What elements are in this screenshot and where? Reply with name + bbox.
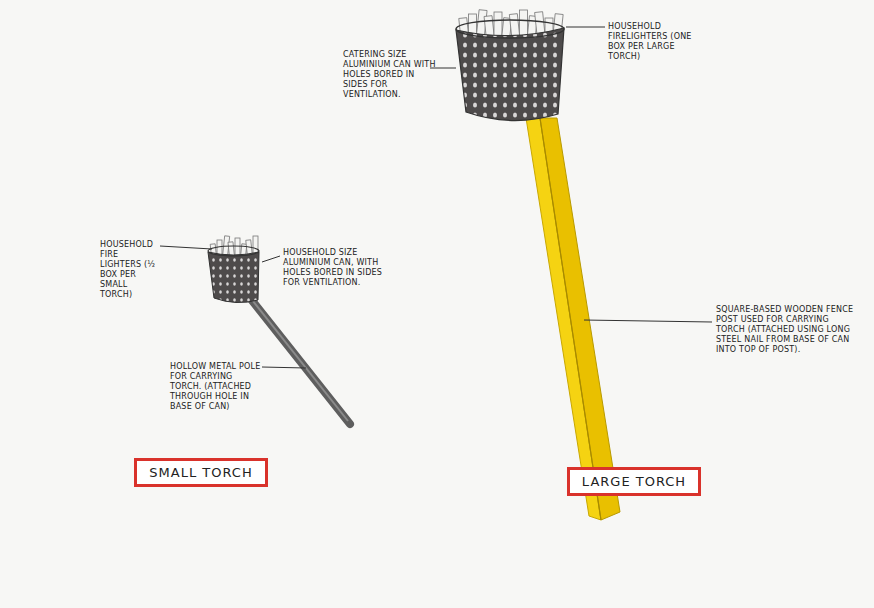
large-can xyxy=(456,28,564,121)
torch-title: SMALL TORCH xyxy=(149,465,252,480)
firelighter-stick xyxy=(520,10,528,36)
can-rim xyxy=(208,246,259,256)
firelighter-stick xyxy=(509,14,519,37)
firelighter-stick xyxy=(494,12,502,36)
leader-lines xyxy=(160,27,712,368)
annotation-label: SQUARE-BASED WOODEN FENCE POST USED FOR … xyxy=(716,305,858,355)
annotation-label: HOUSEHOLD FIRE LIGHTERS (½ BOX PER SMALL… xyxy=(100,240,162,300)
small-can xyxy=(208,252,259,303)
torch-title: LARGE TORCH xyxy=(582,474,686,489)
pole-highlight xyxy=(249,296,348,421)
post-edge xyxy=(540,118,601,520)
fence-post-face xyxy=(540,118,620,520)
annotation-label: CATERING SIZE ALUMINIUM CAN WITH HOLES B… xyxy=(343,50,441,100)
annotation-label: HOLLOW METAL POLE FOR CARRYING TORCH. (A… xyxy=(170,362,266,412)
can-rim xyxy=(456,20,564,38)
firelighter-stick xyxy=(484,16,494,37)
annotation-label: HOUSEHOLD SIZE ALUMINIUM CAN, WITH HOLES… xyxy=(283,248,391,288)
annotation-label: HOUSEHOLD FIRELIGHTERS (ONE BOX PER LARG… xyxy=(608,22,692,62)
title-box: SMALL TORCH xyxy=(134,458,267,487)
title-box: LARGE TORCH xyxy=(567,467,701,496)
